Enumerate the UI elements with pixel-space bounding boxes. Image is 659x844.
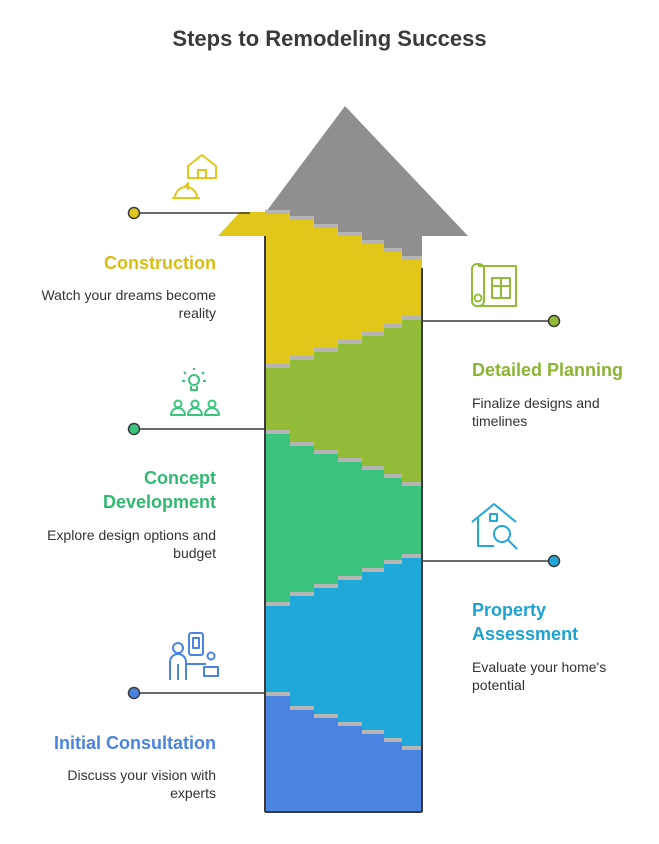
step-title-construction: Construction — [104, 253, 216, 273]
connector-property-assessment — [422, 554, 561, 568]
stair-edges — [265, 210, 422, 750]
blueprint-icon — [471, 263, 517, 307]
stair-segment-property-assessment — [265, 556, 422, 748]
stair-outline — [264, 236, 423, 813]
connector-initial-consultation — [127, 686, 265, 700]
stair-segment-concept-development — [265, 432, 422, 604]
stair-segment-construction — [218, 212, 422, 380]
step-desc-property-assessment: Evaluate your home's potential — [472, 659, 607, 693]
team-idea-icon — [170, 368, 220, 416]
consultation-icon — [169, 632, 219, 680]
connector-detailed-planning — [422, 314, 561, 328]
step-desc-initial-consultation: Discuss your vision with experts — [67, 767, 216, 801]
connector-concept-development — [127, 422, 265, 436]
stair-segment-initial-consultation — [265, 694, 422, 812]
diagram-title: Steps to Remodeling Success — [172, 26, 487, 51]
house-search-icon — [471, 503, 518, 550]
step-desc-concept-development: Explore design options and budget — [47, 527, 216, 561]
step-title-concept-development: Concept Development — [102, 468, 216, 512]
step-desc-detailed-planning: Finalize designs and timelines — [472, 395, 600, 429]
step-title-initial-consultation: Initial Consultation — [54, 733, 216, 753]
connector-construction — [127, 206, 250, 220]
step-desc-construction: Watch your dreams become reality — [41, 287, 216, 321]
construction-icon — [172, 154, 217, 199]
step-title-detailed-planning: Detailed Planning — [472, 360, 624, 380]
step-title-property-assessment: Property Assessment — [472, 600, 579, 644]
